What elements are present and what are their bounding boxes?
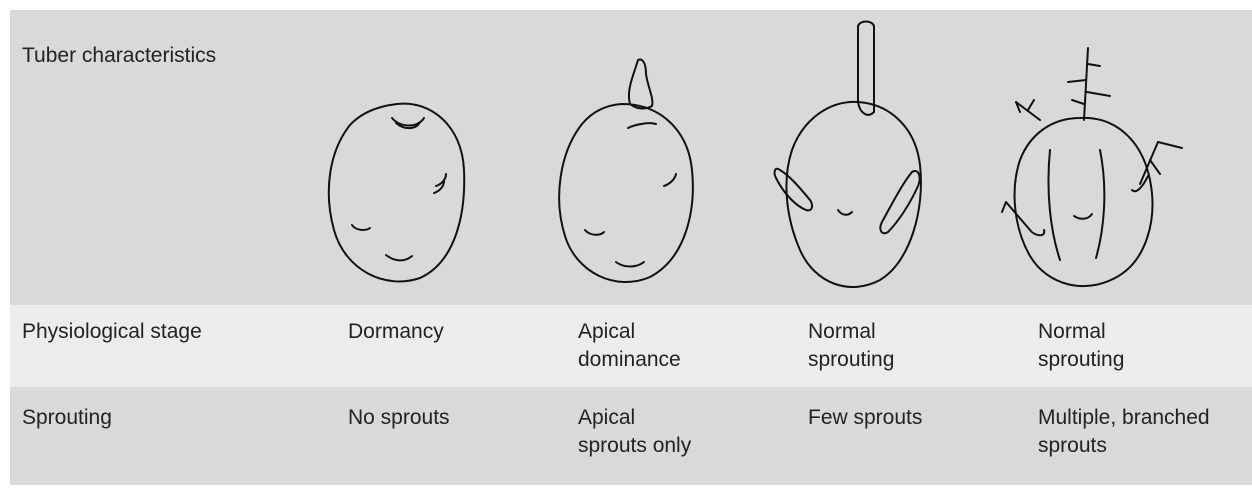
- branched-sprouts-tuber: [1002, 48, 1182, 286]
- dormant-tuber: [329, 104, 464, 282]
- row-label-tuber-characteristics: Tuber characteristics: [22, 42, 216, 70]
- few-sprouts-tuber: [775, 22, 921, 288]
- stage-normal-sprouting-2: Normal sprouting: [1038, 318, 1124, 374]
- sprouting-multiple-branched: Multiple, branched sprouts: [1038, 404, 1210, 460]
- sprouting-none: No sprouts: [348, 404, 450, 432]
- sprouting-apical-only: Apical sprouts only: [578, 404, 691, 460]
- sprouting-few: Few sprouts: [808, 404, 922, 432]
- row-label-sprouting: Sprouting: [22, 404, 112, 432]
- apical-dominance-tuber: [559, 60, 693, 283]
- stage-normal-sprouting-1: Normal sprouting: [808, 318, 894, 374]
- row-label-physiological-stage: Physiological stage: [22, 318, 202, 346]
- stage-apical-dominance: Apical dominance: [578, 318, 681, 374]
- stage-dormancy: Dormancy: [348, 318, 444, 346]
